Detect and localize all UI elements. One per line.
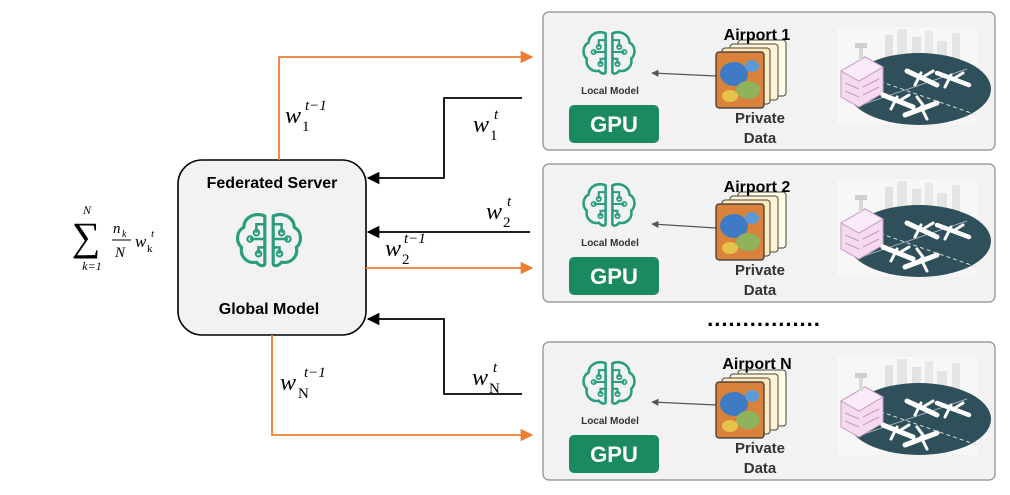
gpu-label: GPU [590,112,638,137]
svg-text:w: w [486,199,502,225]
svg-text:1: 1 [490,128,498,144]
airport-illustration [837,27,991,125]
data-to-model-arrow [651,69,717,77]
svg-text:N: N [489,381,500,397]
private-data-label-2: Data [744,130,777,147]
weight-symbol: w [135,232,147,251]
frac-numerator: n [113,221,121,237]
svg-text:N: N [298,386,309,402]
server-title: Federated Server [207,175,338,192]
gpu-label: GPU [590,264,638,289]
gpu-badge [569,257,659,295]
svg-text:t−1: t−1 [305,98,327,114]
svg-text:w: w [473,112,489,138]
sum-symbol: ∑ [72,214,101,259]
gpu-label: GPU [590,442,638,467]
arrow-airport-1-to-server [366,97,522,185]
private-data-label-2: Data [744,460,777,477]
weight-superscript: t [151,228,155,240]
svg-text:t−1: t−1 [304,365,326,381]
local-model-label: Local Model [581,238,639,249]
aggregation-formula: N ∑ k=1 n k N w k t [72,203,155,273]
frac-numerator-sub: k [122,229,127,240]
client-panel-airport-n: Local Model GPU Airport N Private Data [542,341,996,481]
arrow-global-to-airport-n [271,335,534,442]
more-clients-ellipsis: ................ [707,306,821,331]
frac-denominator: N [114,245,126,261]
label-up-1: w 1 t [473,107,499,144]
gpu-badge [569,435,659,473]
private-data-label: Private [735,110,785,127]
arrow-global-to-airport-1 [278,50,534,160]
client-panel-airport-1: Local Model GPU Airport 1 Private Data [542,11,996,151]
weight-labels: w 1 t−1 w 1 t w 2 t w 2 t−1 w N t−1 w N … [280,98,512,402]
weight-subscript: k [147,243,153,255]
arrow-airport-n-to-server [366,312,522,395]
label-down-1: w 1 t−1 [285,98,327,135]
sum-lower-limit: k=1 [82,259,101,273]
svg-text:2: 2 [503,215,511,231]
airport-illustration [837,357,991,455]
private-data-stack-icon [715,191,787,261]
client-panel-airport-2: Local Model GPU Airport 2 Private Data [542,163,996,303]
sum-upper-limit: N [82,203,92,217]
label-up-2: w 2 t [486,194,512,231]
data-to-model-arrow [651,220,717,229]
airport-title: Airport 2 [724,179,791,196]
svg-text:t: t [493,360,498,376]
svg-text:2: 2 [402,252,410,268]
private-data-stack-icon [715,369,787,439]
private-data-stack-icon [715,39,787,109]
airport-title: Airport 1 [724,27,791,44]
federated-server: Federated Server Global Model [177,159,367,336]
svg-text:w: w [285,103,301,129]
local-model-label: Local Model [581,416,639,427]
svg-text:w: w [472,365,488,391]
label-down-2: w 2 t−1 [385,231,426,268]
private-data-label: Private [735,440,785,457]
data-to-model-arrow [651,398,717,406]
private-data-label: Private [735,262,785,279]
svg-text:1: 1 [302,119,310,135]
private-data-label-2: Data [744,282,777,299]
label-down-n: w N t−1 [280,365,326,402]
local-model-label: Local Model [581,86,639,97]
connectors [271,50,534,442]
label-up-n: w N t [472,360,500,397]
airport-title: Airport N [722,356,791,373]
airport-illustration [837,179,991,277]
server-subtitle: Global Model [219,301,319,318]
svg-text:w: w [280,370,296,396]
gpu-badge [569,105,659,143]
svg-text:t−1: t−1 [404,231,426,247]
svg-text:w: w [385,236,401,262]
svg-text:t: t [507,194,512,210]
svg-text:t: t [494,107,499,123]
